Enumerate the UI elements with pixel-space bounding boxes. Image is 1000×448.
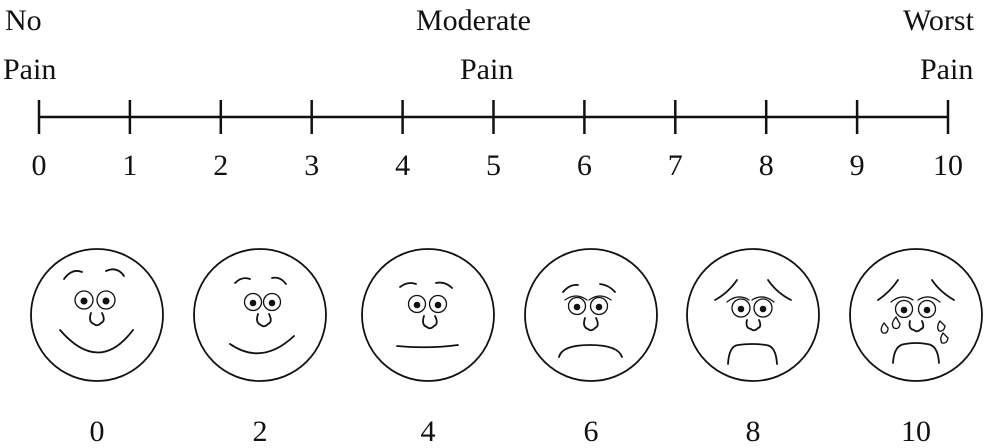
face-value-label-10: 10 xyxy=(901,415,931,448)
scale-tick-labels: 0 1 2 3 4 5 6 7 8 9 10 xyxy=(32,149,964,182)
face-no-hurt-icon xyxy=(30,248,164,382)
anchor-right-line1: Worst xyxy=(903,4,975,37)
face-hurts-whole-lot-icon xyxy=(686,248,820,382)
face-value-label-8: 8 xyxy=(746,415,761,448)
face-hurts-little-more-icon xyxy=(361,248,495,382)
scale-tick-label-4: 4 xyxy=(395,149,410,182)
scale-tick-label-2: 2 xyxy=(213,149,228,182)
face-value-label-6: 6 xyxy=(584,415,599,448)
scale-tick-label-10: 10 xyxy=(933,149,963,182)
scale-ticks xyxy=(37,100,950,134)
scale-tick-label-5: 5 xyxy=(486,149,501,182)
scale-tick-label-8: 8 xyxy=(759,149,774,182)
anchor-middle-line1: Moderate xyxy=(416,4,531,37)
face-hurts-little-bit-icon xyxy=(193,248,327,382)
anchor-right-line2: Pain xyxy=(920,53,973,86)
face-value-label-0: 0 xyxy=(90,415,105,448)
face-value-label-2: 2 xyxy=(253,415,268,448)
scale-tick-label-0: 0 xyxy=(32,149,47,182)
anchor-left-line2: Pain xyxy=(3,53,56,86)
anchor-left-line1: No xyxy=(5,4,42,37)
scale-tick-label-6: 6 xyxy=(577,149,592,182)
face-hurts-worst-icon xyxy=(849,248,983,382)
scale-tick-label-1: 1 xyxy=(122,149,137,182)
scale-tick-label-3: 3 xyxy=(304,149,319,182)
scale-tick-label-9: 9 xyxy=(850,149,865,182)
anchor-middle-line2: Pain xyxy=(460,53,513,86)
face-value-label-4: 4 xyxy=(421,415,436,448)
face-value-labels: 0 2 4 6 8 10 xyxy=(90,415,932,448)
scale-tick-label-7: 7 xyxy=(668,149,683,182)
face-hurts-even-more-icon xyxy=(524,248,658,382)
